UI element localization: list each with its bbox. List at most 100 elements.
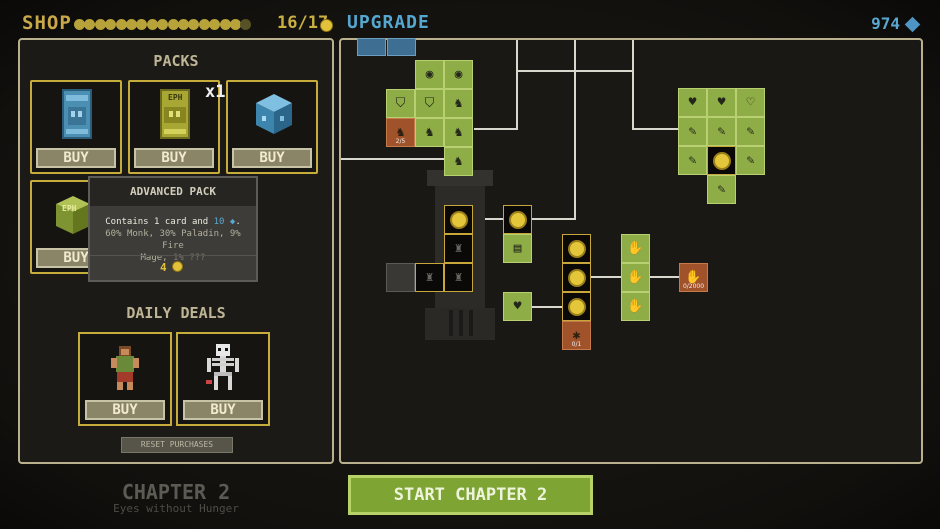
tree-connector xyxy=(591,276,621,278)
upgrade-tile[interactable]: ◉ xyxy=(415,60,444,89)
claw-icon: ✎ xyxy=(688,124,697,139)
pack-card-basic[interactable]: BUY xyxy=(30,80,122,174)
upgrade-tile-locked[interactable]: ✋0/2000 xyxy=(679,263,708,292)
heart-icon: ♡ xyxy=(746,95,755,110)
eye-icon: ◉ xyxy=(425,67,434,82)
coin-icon xyxy=(713,152,731,170)
tile-progress: 0/1 xyxy=(571,341,582,348)
upgrade-tile[interactable]: ♜ xyxy=(444,234,473,263)
buy-pack-button[interactable]: BUY xyxy=(36,148,116,168)
spider-icon: ✱ xyxy=(572,328,581,343)
upgrade-tile[interactable]: ♜ xyxy=(444,263,473,292)
upgrade-tile[interactable]: ♞ xyxy=(444,118,473,147)
upgrade-tile[interactable] xyxy=(387,38,416,56)
upgrade-tile-locked[interactable]: ♞2/5 xyxy=(386,118,415,147)
progress-dot xyxy=(219,19,231,30)
upgrade-tile-coin[interactable] xyxy=(562,263,591,292)
tower-icon: ♜ xyxy=(454,241,463,256)
tower-icon: ♜ xyxy=(454,270,463,285)
daily-deals-title: DAILY DEALS xyxy=(126,304,226,322)
buy-deal-button[interactable]: BUY xyxy=(183,400,263,420)
pack-quantity: x1 xyxy=(205,82,226,102)
tooltip-gem-count: 10 xyxy=(213,217,225,227)
upgrade-tile-coin[interactable] xyxy=(707,146,736,175)
upgrade-tile[interactable]: ✎ xyxy=(736,117,765,146)
coin-icon xyxy=(509,211,527,229)
progress-dot xyxy=(198,19,210,30)
upgrade-tile[interactable]: ♥ xyxy=(678,88,707,117)
upgrade-tile[interactable] xyxy=(357,38,386,56)
upgrade-tile-locked[interactable]: ✱0/1 xyxy=(562,321,591,350)
progress-dot xyxy=(188,19,200,30)
hand-icon: ✋ xyxy=(627,241,644,256)
upgrade-tile[interactable]: ⛉ xyxy=(415,89,444,118)
upgrade-tile[interactable]: ✋ xyxy=(621,292,650,321)
progress-dot xyxy=(209,19,221,30)
upgrade-tile-coin[interactable] xyxy=(562,234,591,263)
upgrade-tile[interactable]: ♞ xyxy=(444,147,473,176)
upgrade-tile[interactable]: ♡ xyxy=(736,88,765,117)
upgrade-tile[interactable]: ✋ xyxy=(621,234,650,263)
buy-pack-button[interactable]: BUY xyxy=(232,148,312,168)
heart-icon: ♥ xyxy=(717,95,726,110)
upgrade-tile[interactable]: ♥ xyxy=(707,88,736,117)
start-chapter-button[interactable]: START CHAPTER 2 xyxy=(348,475,593,515)
upgrade-tile-coin[interactable] xyxy=(444,205,473,234)
tooltip-price: 4 xyxy=(160,261,167,274)
progress-dot xyxy=(105,19,117,30)
tree-connector xyxy=(574,40,576,220)
shield-icon: ⛉ xyxy=(395,96,406,111)
upgrade-tile[interactable]: ⛉ xyxy=(386,89,415,118)
upgrade-tile[interactable]: ♥ xyxy=(503,292,532,321)
upgrade-tile[interactable]: ✎ xyxy=(678,117,707,146)
knight-icon: ♞ xyxy=(454,125,463,140)
tile-progress: 0/2000 xyxy=(682,283,705,290)
upgrade-tile[interactable]: ✎ xyxy=(707,117,736,146)
progress-dot xyxy=(178,19,189,30)
pack-card-yellow[interactable]: EPH BUY xyxy=(128,80,220,174)
tree-connector xyxy=(503,306,563,308)
upgrade-tile[interactable]: ♜ xyxy=(415,263,444,292)
upgrade-tile[interactable]: ◉ xyxy=(444,60,473,89)
gem-icon: ◆ xyxy=(224,217,236,227)
deal-card-monk[interactable]: BUY xyxy=(78,332,172,426)
tree-connector xyxy=(516,40,518,130)
upgrade-tile-coin[interactable] xyxy=(503,205,532,234)
claw-icon: ✎ xyxy=(717,182,726,197)
buy-pack-button[interactable]: BUY xyxy=(134,148,214,168)
heart-icon: ♥ xyxy=(513,299,522,314)
upgrade-tile[interactable]: ✎ xyxy=(707,175,736,204)
hand-icon: ✋ xyxy=(627,299,644,314)
tree-connector xyxy=(474,128,518,130)
pack-card-cube[interactable]: BUY xyxy=(226,80,318,174)
progress-dot xyxy=(94,19,106,30)
cube-pack-icon xyxy=(256,94,292,134)
progress-dot xyxy=(74,19,85,30)
progress-dot xyxy=(240,19,252,30)
coin-icon xyxy=(450,211,468,229)
coin-icon xyxy=(568,269,586,287)
reset-purchases-button[interactable]: RESET PURCHASES xyxy=(121,437,233,453)
upgrade-tree-panel: ◉ ◉ ⛉ ⛉ ♞ ♞2/5 ♞ ♞ ♞ ♥ ♥ ♡ ✎ ✎ ✎ ✎ ✎ ✎ ▤… xyxy=(339,38,923,464)
shop-progress-bar xyxy=(74,19,252,31)
card-icon: ▤ xyxy=(513,241,522,256)
upgrade-tile-coin[interactable] xyxy=(562,292,591,321)
progress-dot xyxy=(136,19,148,30)
upgrade-tile[interactable]: ✎ xyxy=(678,146,707,175)
upgrade-tile[interactable]: ▤ xyxy=(503,234,532,263)
upgrade-tile[interactable]: ✎ xyxy=(736,146,765,175)
coin-icon xyxy=(568,298,586,316)
hand-icon: ✋ xyxy=(685,270,702,285)
progress-dot xyxy=(115,19,127,30)
tooltip-rare-chance: 1% ??? xyxy=(173,253,206,263)
upgrade-tile[interactable]: ✋ xyxy=(621,263,650,292)
deal-card-skeleton[interactable]: BUY xyxy=(176,332,270,426)
buy-deal-button[interactable]: BUY xyxy=(85,400,165,420)
progress-dot xyxy=(167,19,179,30)
pack-tooltip: ADVANCED PACK Contains 1 card and 10 ◆. … xyxy=(88,176,258,282)
pack-label: EPH xyxy=(168,93,183,102)
upgrade-tile-empty[interactable] xyxy=(386,263,415,292)
upgrade-tile[interactable]: ♞ xyxy=(444,89,473,118)
skeleton-character-icon xyxy=(206,344,239,390)
upgrade-tile[interactable]: ♞ xyxy=(415,118,444,147)
